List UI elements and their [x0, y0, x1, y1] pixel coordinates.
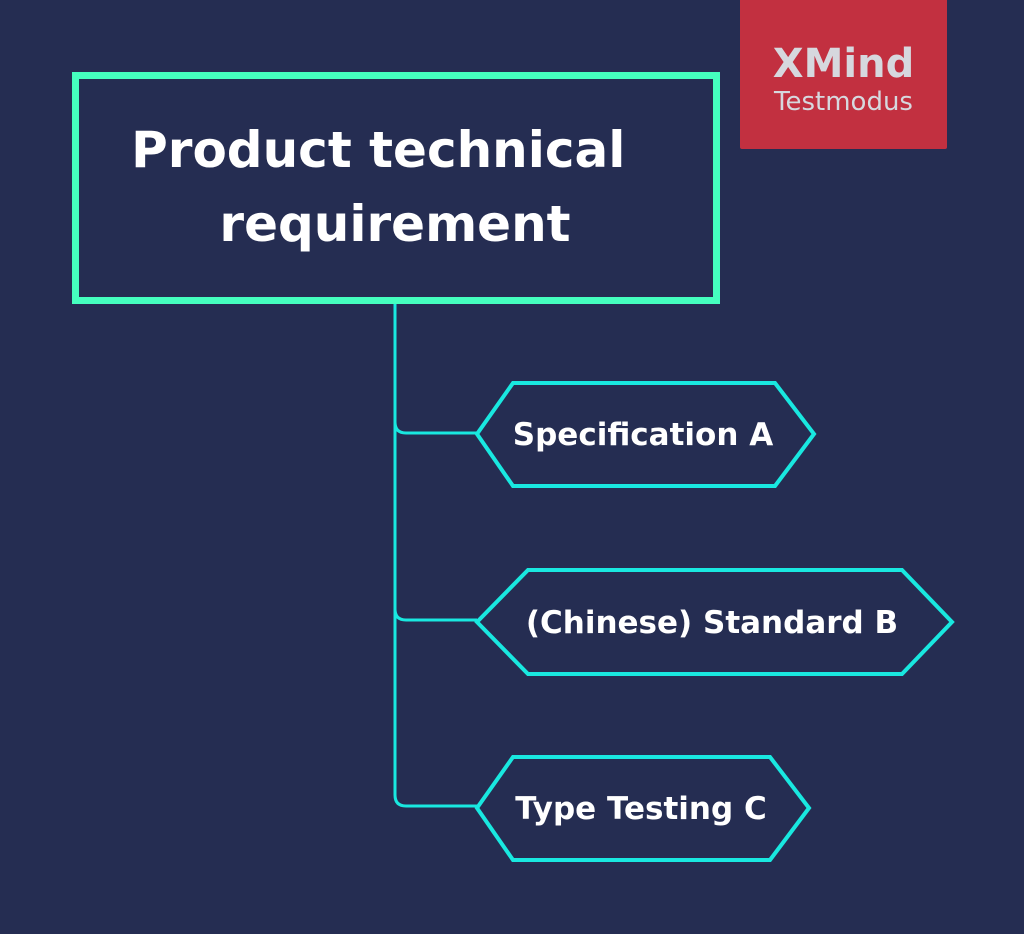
- watermark-title: XMind: [772, 41, 915, 87]
- svg-text:Product technical requirem: Product technical requirement: [131, 121, 643, 253]
- connector-lines: [393, 304, 477, 808]
- root-topic-line1: Product technical: [131, 121, 625, 179]
- root-topic-line2: requirement: [219, 195, 570, 253]
- topic-specification-a[interactable]: Specification A: [474, 381, 817, 488]
- xmind-watermark: XMind Testmodus: [740, 0, 947, 149]
- topic-label: Specification A: [513, 417, 773, 453]
- watermark-subtitle: Testmodus: [774, 87, 913, 117]
- root-topic[interactable]: [72, 72, 720, 304]
- topic-label: (Chinese) Standard B: [526, 605, 898, 641]
- topic-chinese-standard-b[interactable]: (Chinese) Standard B: [474, 568, 955, 676]
- topic-label: Type Testing C: [515, 791, 766, 827]
- topic-type-testing-c[interactable]: Type Testing C: [474, 755, 812, 862]
